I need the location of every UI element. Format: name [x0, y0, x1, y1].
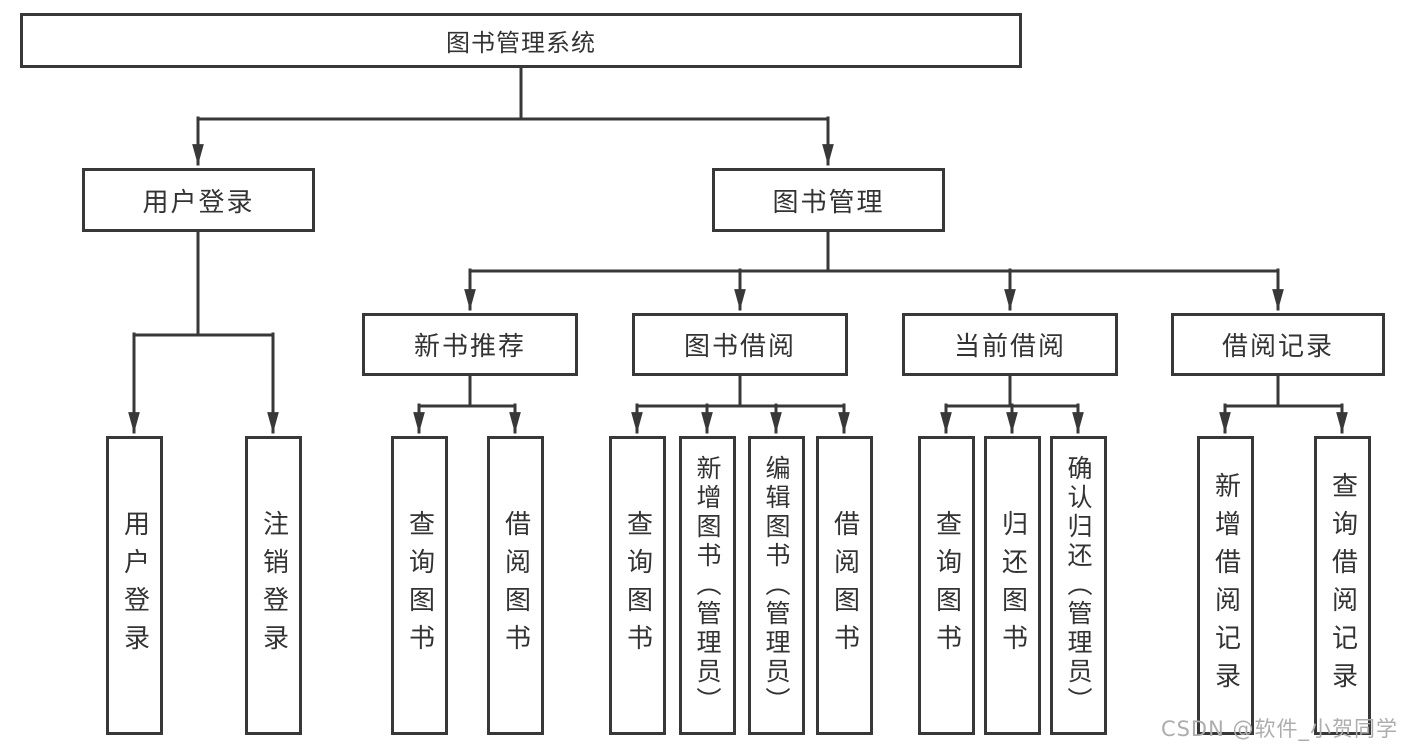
node-label: 用户登录 [142, 187, 255, 218]
node-label: 图书管理 [772, 187, 885, 218]
leaf-query-books: 查询图书 [391, 436, 448, 735]
node-label: 图书借阅 [683, 332, 796, 362]
node-current-borrow: 当前借阅 [902, 313, 1118, 376]
node-label: 当前借阅 [953, 332, 1066, 362]
leaf-user-login: 用户登录 [106, 436, 163, 735]
leaf-confirm-return-admin: 确认归还（管理员） [1050, 436, 1107, 735]
csdn-watermark: CSDN @软件_小贺同学 [1160, 717, 1398, 741]
leaf-query-borrow-record: 查询借阅记录 [1314, 436, 1371, 735]
leaf-label: 用户登录 [119, 509, 150, 662]
leaf-label: 新增借阅记录 [1210, 471, 1241, 700]
edges [128, 64, 1348, 434]
leaf-logout: 注销登录 [245, 436, 302, 735]
node-book-management: 图书管理 [712, 168, 945, 232]
leaf-add-borrow-record: 新增借阅记录 [1197, 436, 1254, 735]
leaf-edit-books-admin: 编辑图书（管理员） [748, 436, 805, 735]
leaf-label: 查询图书 [404, 509, 435, 662]
leaf-borrow-books: 借阅图书 [816, 436, 873, 735]
leaf-label: 查询借阅记录 [1327, 471, 1358, 700]
leaf-label: 注销登录 [258, 509, 289, 662]
leaf-label: 查询图书 [622, 509, 653, 662]
leaf-label: 归还图书 [997, 509, 1028, 662]
leaf-label: 确认归还（管理员） [1064, 455, 1093, 716]
node-root: 图书管理系统 [20, 13, 1022, 68]
leaf-return-books: 归还图书 [984, 436, 1041, 735]
node-root-label: 图书管理系统 [446, 29, 596, 57]
node-new-book-recommend: 新书推荐 [362, 313, 578, 376]
leaf-label: 新增图书（管理员） [693, 455, 722, 716]
node-label: 新书推荐 [413, 332, 526, 362]
leaf-query-books: 查询图书 [609, 436, 666, 735]
leaf-label: 编辑图书（管理员） [762, 455, 791, 716]
node-book-borrow: 图书借阅 [632, 313, 848, 376]
leaf-label: 借阅图书 [500, 509, 531, 662]
leaf-label: 借阅图书 [829, 509, 860, 662]
node-user-login: 用户登录 [82, 168, 315, 232]
node-borrow-records: 借阅记录 [1171, 313, 1385, 376]
node-label: 借阅记录 [1221, 332, 1334, 362]
leaf-borrow-books: 借阅图书 [487, 436, 544, 735]
leaf-add-books-admin: 新增图书（管理员） [679, 436, 736, 735]
leaf-label: 查询图书 [931, 509, 962, 662]
leaf-query-books: 查询图书 [918, 436, 975, 735]
